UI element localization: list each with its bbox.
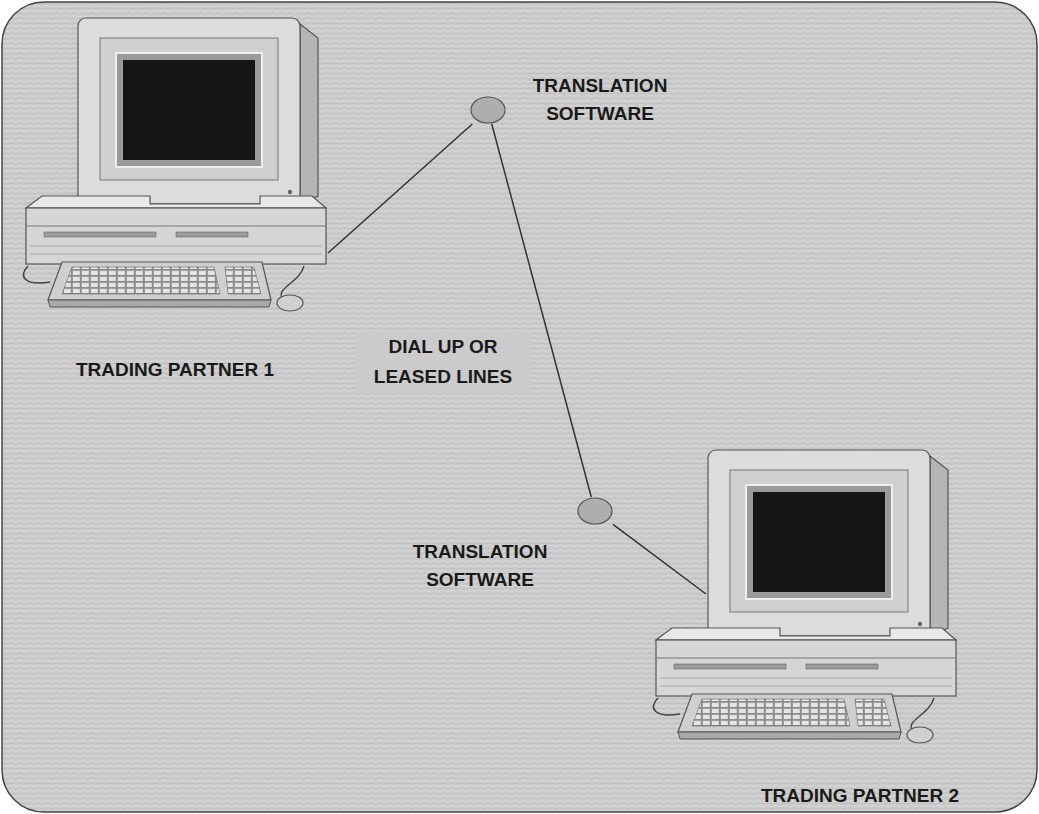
node-label: TRADING PARTNER 1: [76, 356, 274, 384]
computer-illustration: [23, 18, 326, 311]
translation-node: TRANSLATION SOFTWARE: [470, 96, 506, 124]
translation-circle: [470, 96, 506, 124]
computer-illustration: [653, 450, 956, 743]
translation-circle-outline: [578, 498, 612, 524]
communication-line: [328, 124, 472, 253]
trading-partner: TRADING PARTNER 2: [706, 445, 1012, 813]
node-label: TRANSLATION SOFTWARE: [520, 72, 680, 128]
translation-circle-outline: [471, 97, 505, 123]
translation-circle: [577, 497, 613, 525]
communication-line: [492, 124, 592, 497]
communication-line: [613, 524, 706, 594]
line-label: DIAL UP OR LEASED LINES: [355, 332, 531, 392]
translation-node: TRANSLATION SOFTWARE: [577, 497, 613, 525]
node-label: TRANSLATION SOFTWARE: [400, 538, 560, 594]
trading-partner: TRADING PARTNER 1: [18, 14, 328, 386]
node-label: TRADING PARTNER 2: [761, 782, 959, 810]
